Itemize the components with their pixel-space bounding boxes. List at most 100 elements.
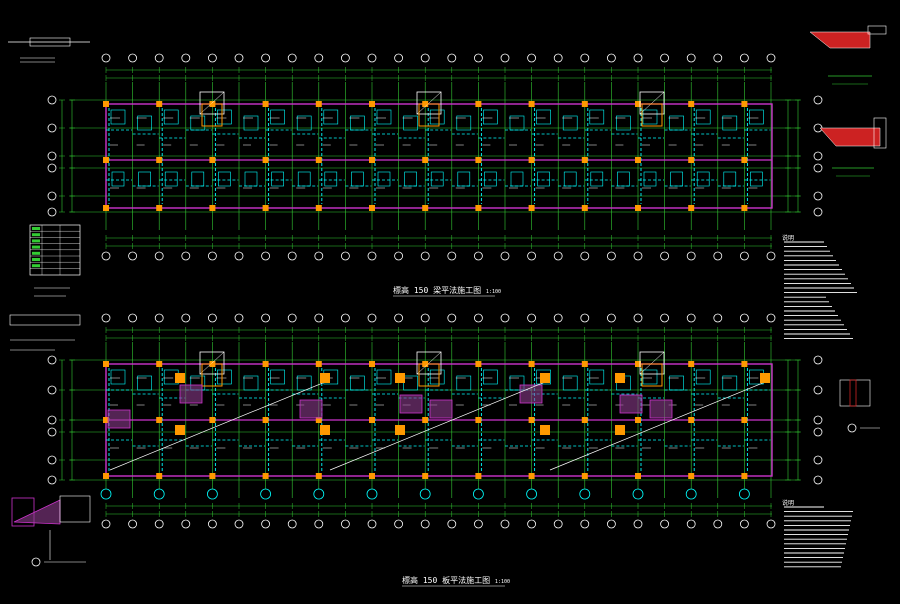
axis-bubble-bottom (500, 251, 510, 261)
stair-frame (201, 103, 223, 127)
axis-bubble-bottom (686, 519, 696, 529)
axis-bubble-top (420, 313, 430, 323)
schedule-cell-mark (32, 258, 40, 261)
axis-bubble-bottom (207, 519, 217, 529)
room-box (429, 109, 445, 125)
slab-hatch (299, 399, 323, 419)
column (103, 473, 109, 479)
axis-bubble-top (367, 313, 377, 323)
column (156, 473, 163, 479)
column (422, 205, 429, 211)
balcony-marker (685, 488, 697, 500)
column (315, 157, 322, 163)
axis-bubble-top (314, 53, 324, 63)
column (688, 205, 695, 211)
axis-bubble-bottom (367, 519, 377, 529)
axis-bubble-bottom (367, 251, 377, 261)
axis-bubble-bottom (766, 519, 776, 529)
column (581, 473, 588, 479)
axis-bubble-bottom (101, 251, 111, 261)
axis-bubble-bottom (128, 519, 138, 529)
axis-bubble-bottom (660, 251, 669, 261)
column (369, 361, 375, 367)
room-box (110, 109, 126, 125)
column (209, 473, 216, 479)
axis-bubble-bottom (447, 251, 457, 261)
axis-bubble-bottom (181, 519, 191, 529)
balcony-marker (579, 488, 591, 500)
detail-callout (31, 557, 41, 567)
room-box (456, 115, 472, 131)
column (315, 101, 322, 107)
axis-bubble-bottom (314, 519, 324, 529)
axis-bubble-top (154, 313, 164, 323)
axis-bubble-bottom (287, 251, 297, 261)
axis-bubble-top (740, 53, 749, 63)
room-box (483, 109, 498, 125)
room-box (563, 171, 577, 187)
room-box (323, 109, 339, 125)
axis-bubble-top (314, 313, 324, 323)
balcony-marker (419, 488, 431, 500)
column (581, 361, 588, 367)
axis-bubble-right (813, 415, 823, 425)
axis-bubble-top (234, 313, 244, 323)
column (475, 157, 482, 163)
axis-bubble-top (713, 313, 723, 323)
axis-bubble-top (340, 313, 350, 323)
axis-bubble-bottom (314, 251, 324, 261)
axis-bubble-top (607, 53, 616, 63)
balcony-marker (366, 488, 378, 500)
axis-bubble-bottom (261, 519, 271, 529)
axis-bubble-left (47, 355, 57, 365)
column (581, 101, 588, 107)
section-hatch-red (819, 127, 881, 147)
room-box (190, 115, 206, 131)
axis-bubble-top (660, 313, 669, 323)
axis-bubble-top (447, 53, 457, 63)
column (315, 205, 322, 211)
room-box (137, 375, 152, 391)
column (635, 417, 641, 423)
slab-hatch (519, 384, 543, 404)
room-box (430, 171, 444, 187)
room-box (377, 171, 391, 187)
axis-bubble-top (686, 53, 696, 63)
axis-bubble-bottom (580, 251, 590, 261)
axis-bubble-bottom (207, 251, 217, 261)
slab-hatch (179, 384, 203, 404)
column-large (615, 373, 625, 383)
room-box (562, 115, 578, 131)
column (315, 361, 322, 367)
room-box (164, 171, 178, 187)
section-detail (9, 314, 81, 326)
axis-bubble-top (500, 313, 510, 323)
column-large (175, 425, 185, 435)
axis-bubble-bottom (713, 519, 723, 529)
room-box (510, 171, 524, 187)
room-box (669, 375, 684, 391)
column (741, 417, 748, 423)
axis-bubble-top (367, 53, 377, 63)
slab-diagonal (549, 379, 771, 471)
axis-bubble-bottom (473, 519, 483, 529)
room-box (722, 375, 738, 391)
axis-bubble-top (553, 53, 563, 63)
axis-bubble-top (713, 53, 723, 63)
axis-bubble-left (47, 207, 57, 217)
stair-frame (201, 363, 223, 387)
axis-bubble-top (686, 313, 696, 323)
column (103, 205, 109, 211)
column (635, 157, 641, 163)
axis-bubble-right (813, 455, 823, 465)
axis-bubble-right (813, 191, 823, 201)
column-large (760, 373, 770, 383)
balcony-marker (472, 488, 484, 500)
axis-bubble-bottom (607, 519, 616, 529)
column (369, 157, 375, 163)
column-large (175, 373, 185, 383)
detail-callout (847, 423, 857, 433)
room-box (296, 115, 312, 131)
room-box (243, 375, 259, 391)
axis-bubble-top (154, 53, 164, 63)
